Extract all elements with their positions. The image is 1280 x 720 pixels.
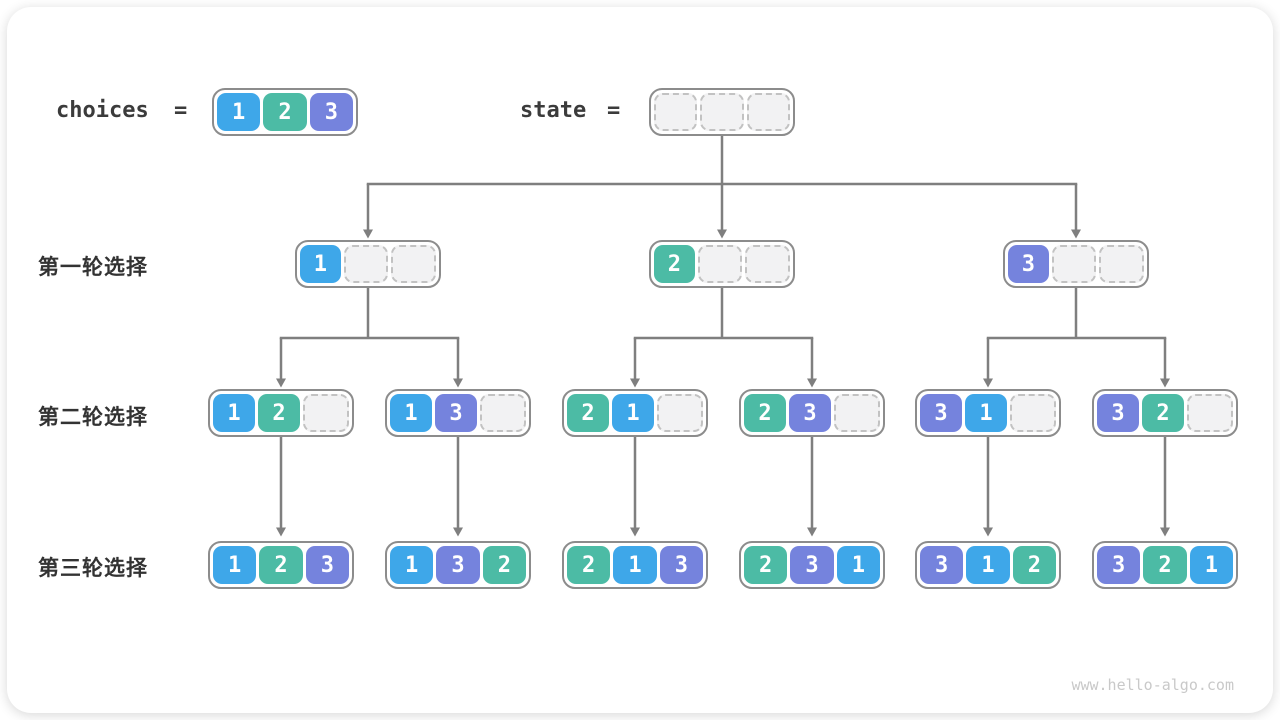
round-1-label: 第一轮选择: [38, 256, 148, 279]
cell: 1: [213, 394, 255, 432]
cell: [1010, 394, 1056, 432]
cell: 3: [436, 546, 480, 584]
cell: 2: [482, 546, 526, 584]
equals-sign: =: [607, 98, 621, 123]
tree-box: 2 3 1: [739, 541, 885, 589]
cell: [700, 93, 744, 131]
cell: 1: [390, 546, 434, 584]
tree-box: 1 3: [385, 389, 531, 437]
round-2-label: 第二轮选择: [38, 406, 148, 429]
tree-box: 2: [649, 240, 795, 288]
cell: [654, 93, 698, 131]
cell: 2: [744, 546, 788, 584]
cell: [657, 394, 703, 432]
cell: [480, 394, 526, 432]
tree-box: 3: [1003, 240, 1149, 288]
tree-box: 3 2 1: [1092, 541, 1238, 589]
cell: 2: [744, 394, 786, 432]
cell: 1: [390, 394, 432, 432]
cell: [1187, 394, 1233, 432]
tree-box: 2 1 3: [562, 541, 708, 589]
state-label: state: [520, 98, 587, 123]
cell: 3: [920, 394, 962, 432]
cell: 1: [965, 394, 1007, 432]
cell: [746, 93, 790, 131]
tree-box: 1: [295, 240, 441, 288]
tree-box: 2 3: [739, 389, 885, 437]
cell: 3: [1008, 245, 1049, 283]
cell: 3: [1097, 546, 1141, 584]
cell: [834, 394, 880, 432]
tree-box: 1 2: [208, 389, 354, 437]
tree-box: 3 2: [1092, 389, 1238, 437]
cell: 2: [1143, 546, 1187, 584]
tree-box: 1 3 2: [385, 541, 531, 589]
cell: 1: [300, 245, 341, 283]
cell: 3: [305, 546, 349, 584]
cell: [391, 245, 437, 283]
tree-box: 3 1 2: [915, 541, 1061, 589]
cell: [745, 245, 791, 283]
round-3-label: 第三轮选择: [38, 557, 148, 580]
equals-sign: =: [174, 98, 188, 123]
cell: 2: [1142, 394, 1184, 432]
choices-box: 1 2 3: [212, 88, 358, 136]
cell: [1051, 245, 1097, 283]
cell: 1: [1189, 546, 1233, 584]
cell: 1: [217, 93, 261, 131]
cell: 1: [613, 546, 657, 584]
cell: 2: [567, 546, 611, 584]
cell: 3: [435, 394, 477, 432]
cell: 1: [612, 394, 654, 432]
cell: 3: [920, 546, 964, 584]
tree-box: 1 2 3: [208, 541, 354, 589]
state-box: [649, 88, 795, 136]
watermark: www.hello-algo.com: [1071, 676, 1234, 694]
cell: 2: [258, 394, 300, 432]
tree-box: 2 1: [562, 389, 708, 437]
choices-label: choices: [56, 98, 149, 123]
cell: 3: [790, 546, 834, 584]
cell: 2: [263, 93, 307, 131]
cell: 1: [966, 546, 1010, 584]
cell: 3: [309, 93, 353, 131]
cell: 3: [789, 394, 831, 432]
cell: 2: [259, 546, 303, 584]
cell: 2: [1012, 546, 1056, 584]
cell: 2: [567, 394, 609, 432]
cell: 2: [654, 245, 695, 283]
cell: [697, 245, 743, 283]
cell: 1: [213, 546, 257, 584]
cell: 3: [1097, 394, 1139, 432]
cell: 1: [836, 546, 880, 584]
cell: 3: [659, 546, 703, 584]
cell: [1099, 245, 1145, 283]
cell: [343, 245, 389, 283]
tree-box: 3 1: [915, 389, 1061, 437]
cell: [303, 394, 349, 432]
